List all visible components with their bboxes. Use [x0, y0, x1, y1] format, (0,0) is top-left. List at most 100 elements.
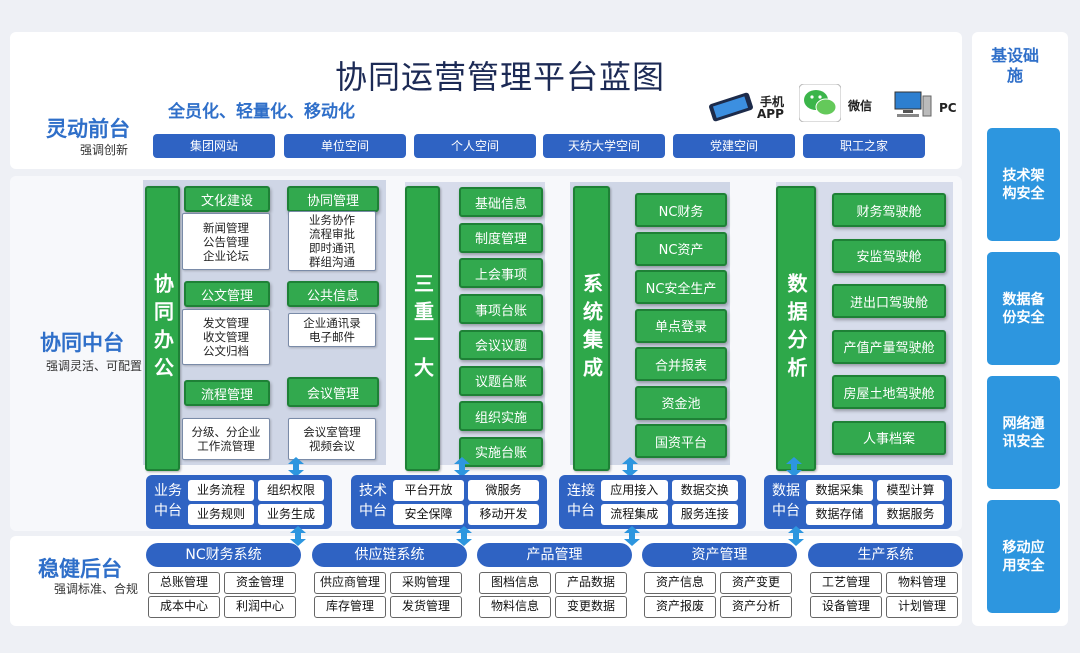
office-head-public[interactable]: 公共信息: [287, 281, 379, 307]
platform-item[interactable]: 平台开放: [393, 480, 464, 501]
infra-box-label: 网络通讯安全: [1002, 415, 1045, 450]
back-layer-title: 稳健后台: [38, 557, 122, 581]
app-label: APP: [757, 107, 784, 121]
platform-item[interactable]: 数据采集: [806, 480, 873, 501]
back-system-item[interactable]: 资金管理: [224, 572, 296, 594]
back-system-item[interactable]: 物料信息: [479, 596, 551, 618]
platform-item[interactable]: 业务生成: [258, 504, 324, 525]
sanzhong-item[interactable]: 制度管理: [459, 222, 543, 253]
front-button-university-space[interactable]: 天纺大学空间: [543, 134, 665, 158]
infra-box-data-backup[interactable]: 数据备份安全: [987, 252, 1060, 365]
up-down-arrow-icon: [786, 457, 802, 477]
back-system-item[interactable]: 库存管理: [314, 596, 386, 618]
office-box-line: 业务协作: [309, 213, 355, 227]
front-button-staff-home[interactable]: 职工之家: [803, 134, 925, 158]
infra-box-tech-arch[interactable]: 技术架构安全: [987, 128, 1060, 241]
sanzhong-item[interactable]: 议题台账: [459, 365, 543, 396]
sanzhong-item[interactable]: 上会事项: [459, 258, 543, 289]
office-box-line: 公告管理: [203, 234, 249, 249]
platform-item[interactable]: 业务规则: [188, 504, 254, 525]
back-system-item[interactable]: 资产报废: [644, 596, 716, 618]
platform-label: 业务中台: [150, 481, 186, 521]
platform-item[interactable]: 应用接入: [601, 480, 668, 501]
front-button-unit-space[interactable]: 单位空间: [284, 134, 406, 158]
analysis-item[interactable]: 安监驾驶舱: [832, 238, 946, 273]
office-box-process: 分级、分企业 工作流管理: [182, 418, 270, 460]
platform-item[interactable]: 服务连接: [671, 504, 738, 525]
office-head-process[interactable]: 流程管理: [184, 380, 270, 406]
platform-item[interactable]: 安全保障: [393, 504, 464, 525]
analysis-item[interactable]: 进出口驾驶舱: [832, 284, 946, 318]
infra-box-mobile[interactable]: 移动应用安全: [987, 500, 1060, 613]
analysis-label: 数据分析: [776, 186, 816, 471]
sanzhong-item[interactable]: 事项台账: [459, 294, 543, 325]
sanzhong-item[interactable]: 组织实施: [459, 401, 543, 432]
office-head-culture[interactable]: 文化建设: [184, 186, 270, 212]
office-box-line: 电子邮件: [309, 330, 355, 344]
back-system-item[interactable]: 采购管理: [390, 572, 462, 594]
platform-item[interactable]: 微服务: [468, 480, 539, 501]
back-system-item[interactable]: 利润中心: [224, 596, 296, 618]
back-system-item[interactable]: 发货管理: [390, 596, 462, 618]
sanzhong-item[interactable]: 基础信息: [459, 187, 543, 217]
integration-item[interactable]: 合并报表: [635, 347, 727, 381]
office-box-line: 公文归档: [203, 344, 249, 358]
back-system-item[interactable]: 供应商管理: [314, 572, 386, 594]
middle-layer-subtitle: 强调灵活、可配置: [46, 359, 143, 373]
back-system-item[interactable]: 计划管理: [886, 596, 958, 618]
wechat-label: 微信: [848, 99, 873, 113]
platform-item[interactable]: 数据服务: [877, 504, 944, 525]
platform-item[interactable]: 流程集成: [601, 504, 668, 525]
platform-item[interactable]: 模型计算: [877, 480, 944, 501]
office-box-line: 即时通讯: [309, 241, 355, 255]
back-system-item[interactable]: 成本中心: [148, 596, 220, 618]
integration-item[interactable]: 资金池: [635, 385, 727, 420]
sanzhong-item[interactable]: 实施台账: [459, 436, 543, 467]
front-button-party-space[interactable]: 党建空间: [673, 134, 795, 158]
back-system-head[interactable]: NC财务系统: [146, 543, 301, 567]
platform-item[interactable]: 数据交换: [671, 480, 738, 501]
platform-item[interactable]: 数据存储: [806, 504, 873, 525]
office-box-line: 企业论坛: [203, 248, 249, 263]
front-button-personal-space[interactable]: 个人空间: [414, 134, 536, 158]
back-system-head[interactable]: 资产管理: [642, 543, 797, 567]
office-head-collab[interactable]: 协同管理: [287, 186, 379, 212]
back-system-item[interactable]: 工艺管理: [810, 572, 882, 594]
infra-box-network[interactable]: 网络通讯安全: [987, 376, 1060, 489]
sanzhong-item[interactable]: 会议议题: [459, 329, 543, 360]
integration-item[interactable]: 国资平台: [635, 424, 727, 458]
front-button-group-site[interactable]: 集团网站: [153, 134, 275, 158]
back-system-item[interactable]: 物料管理: [886, 572, 958, 594]
back-system-head[interactable]: 生产系统: [808, 543, 963, 567]
analysis-item[interactable]: 产值产量驾驶舱: [832, 329, 946, 364]
platform-item[interactable]: 组织权限: [258, 480, 324, 501]
back-system-item[interactable]: 设备管理: [810, 596, 882, 618]
platform-label-line: 数据: [772, 483, 800, 499]
analysis-item[interactable]: 人事档案: [832, 420, 946, 455]
back-system-item[interactable]: 资产信息: [644, 572, 716, 594]
platform-item[interactable]: 业务流程: [188, 480, 254, 501]
back-system-item[interactable]: 总账管理: [148, 572, 220, 594]
back-system-item[interactable]: 变更数据: [555, 596, 627, 618]
up-down-arrow-icon: [788, 526, 804, 546]
platform-item[interactable]: 移动开发: [468, 504, 539, 525]
integration-item[interactable]: NC资产: [635, 231, 727, 266]
integration-item[interactable]: NC财务: [635, 193, 727, 227]
analysis-item[interactable]: 房屋土地驾驶舱: [832, 375, 946, 409]
back-system-item[interactable]: 资产变更: [720, 572, 792, 594]
office-box-public: 企业通讯录 电子邮件: [288, 313, 376, 347]
back-system-item[interactable]: 资产分析: [720, 596, 792, 618]
back-system-head[interactable]: 产品管理: [477, 543, 632, 567]
back-system-item[interactable]: 图档信息: [479, 572, 551, 594]
integration-item[interactable]: NC安全生产: [635, 270, 727, 304]
integration-item[interactable]: 单点登录: [635, 308, 727, 343]
analysis-item[interactable]: 财务驾驶舱: [832, 193, 946, 227]
platform-box: 技术中台平台开放微服务安全保障移动开发: [351, 475, 547, 529]
back-system-item[interactable]: 产品数据: [555, 572, 627, 594]
platform-box: 业务中台业务流程组织权限业务规则业务生成: [146, 475, 332, 529]
office-head-document[interactable]: 公文管理: [184, 281, 270, 307]
back-system-head[interactable]: 供应链系统: [312, 543, 467, 567]
office-head-meeting[interactable]: 会议管理: [287, 377, 379, 407]
platform-label-line: 技术: [359, 483, 387, 499]
up-down-arrow-icon: [288, 457, 304, 477]
